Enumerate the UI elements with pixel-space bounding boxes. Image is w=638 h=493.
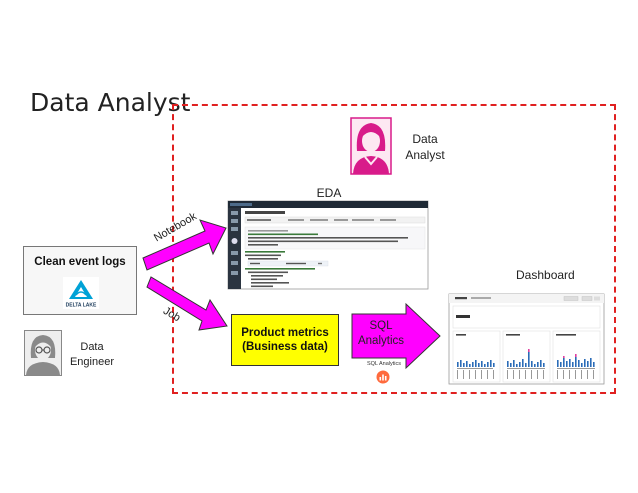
delta-lake-icon: DELTA LAKE bbox=[63, 277, 99, 309]
data-engineer-label-line1: Data bbox=[80, 341, 104, 353]
data-analyst-avatar-icon bbox=[350, 117, 392, 175]
data-engineer-label-line2: Engineer bbox=[69, 356, 115, 368]
data-engineer-label: Data Engineer bbox=[66, 340, 118, 370]
sql-analytics-arrow-label: SQL Analytics bbox=[351, 319, 411, 349]
data-analyst-label-line1: Data bbox=[412, 132, 438, 146]
product-metrics-title: Product metrics bbox=[241, 327, 329, 339]
clean-event-logs-box: Clean event logs DELTA LAKE bbox=[23, 246, 137, 315]
page-title: Data Analyst bbox=[30, 88, 191, 117]
eda-label: EDA bbox=[316, 186, 342, 200]
clean-event-logs-title: Clean event logs bbox=[34, 256, 126, 268]
sql-label-line2: Analytics bbox=[357, 335, 405, 347]
data-engineer-avatar-icon bbox=[24, 330, 62, 376]
sql-analytics-small-label: SQL Analytics bbox=[366, 361, 402, 367]
delta-lake-logo-text: DELTA LAKE bbox=[66, 303, 97, 309]
product-metrics-box: Product metrics (Business data) bbox=[231, 314, 339, 366]
product-metrics-subtitle: (Business data) bbox=[242, 341, 328, 353]
dashboard-screenshot bbox=[448, 293, 605, 385]
dashboard-label: Dashboard bbox=[516, 268, 575, 282]
sql-label-line1: SQL bbox=[369, 320, 393, 332]
notebook-screenshot bbox=[227, 200, 429, 290]
sql-analytics-icon bbox=[376, 370, 390, 384]
data-analyst-label: Data Analyst bbox=[400, 131, 450, 163]
data-analyst-label-line2: Analyst bbox=[405, 148, 445, 162]
